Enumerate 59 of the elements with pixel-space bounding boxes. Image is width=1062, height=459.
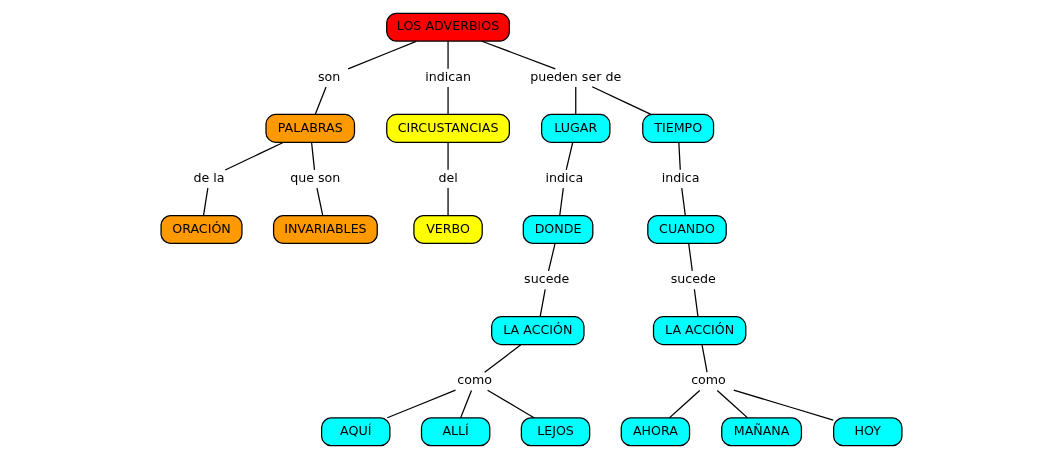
node-box: CUANDO xyxy=(646,214,727,245)
connector xyxy=(483,344,521,373)
connector xyxy=(700,344,708,373)
connector xyxy=(677,142,681,171)
connector xyxy=(202,187,208,217)
connector xyxy=(486,389,535,419)
node-box: HOY xyxy=(832,417,903,447)
node-box: AQUÍ xyxy=(320,417,391,447)
node-text: como xyxy=(690,372,726,388)
connector xyxy=(565,142,573,171)
connector xyxy=(558,187,564,217)
connector xyxy=(480,40,556,70)
node-text: que son xyxy=(289,170,340,186)
node-text: indica xyxy=(661,170,700,186)
connector xyxy=(446,86,449,116)
node-box: MAÑANA xyxy=(720,417,802,447)
connector xyxy=(315,187,323,217)
node-text: como xyxy=(456,372,492,388)
connector xyxy=(574,86,576,116)
connector xyxy=(716,389,748,419)
connector xyxy=(446,142,449,171)
connector xyxy=(459,389,472,419)
node-text: pueden ser de xyxy=(529,68,621,84)
node-text: del xyxy=(437,170,458,186)
node-text: son xyxy=(317,68,340,84)
connector xyxy=(591,86,652,115)
node-box: INVARIABLES xyxy=(272,214,378,245)
connector xyxy=(732,389,834,421)
node-box: ORACIÓN xyxy=(159,214,243,245)
connector xyxy=(547,243,556,272)
node-text: indican xyxy=(424,68,471,84)
node-box: CIRCUSTANCIAS xyxy=(385,113,510,143)
connector xyxy=(347,40,417,70)
connector xyxy=(224,141,284,171)
node-text: sucede xyxy=(523,271,569,287)
connector xyxy=(693,288,699,318)
connector xyxy=(310,142,315,171)
node-text: de la xyxy=(193,170,225,186)
node-box: LEJOS xyxy=(520,417,590,447)
node-box: TIEMPO xyxy=(641,113,714,143)
connector xyxy=(680,187,686,217)
node-box: LUGAR xyxy=(540,113,610,143)
node-box: LA ACCIÓN xyxy=(490,316,585,346)
connector xyxy=(446,187,449,217)
connector xyxy=(539,288,546,318)
node-text: indica xyxy=(545,170,583,186)
node-box: ALLÍ xyxy=(420,417,490,447)
node-box: DONDE xyxy=(522,214,593,245)
node-box: LA ACCIÓN xyxy=(652,316,746,346)
node-box: AHORA xyxy=(620,417,690,447)
connector xyxy=(446,40,449,70)
node-box: PALABRAS xyxy=(264,113,355,143)
node-text: sucede xyxy=(670,271,716,287)
connector xyxy=(687,243,693,272)
connector xyxy=(314,86,327,116)
node-box: LOS ADVERBIOS xyxy=(385,12,510,42)
connector xyxy=(668,389,700,419)
node-box: VERBO xyxy=(412,214,483,245)
connector xyxy=(386,389,456,419)
